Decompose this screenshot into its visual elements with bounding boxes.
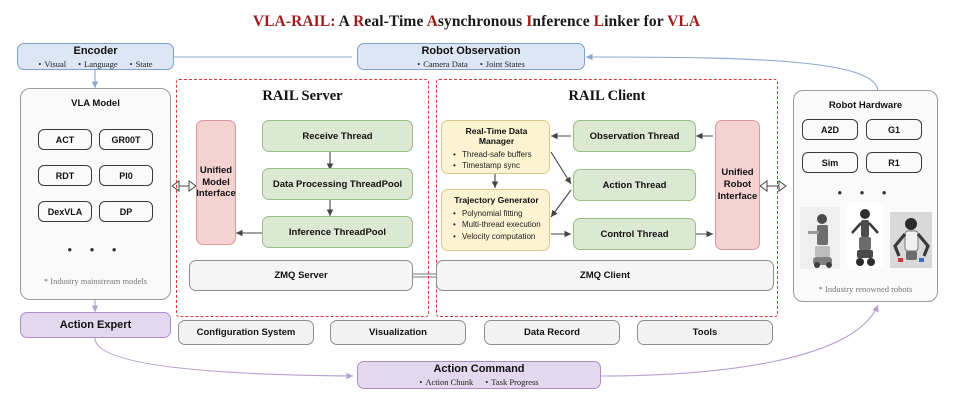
robot-hardware-note: * Industry renowned robots	[818, 284, 913, 294]
unified-model-interface-line-2: Interface	[196, 188, 236, 200]
vla-model-chip-pi0[interactable]: PI0	[99, 165, 153, 186]
unified-robot-interface-line-1: Robot	[723, 179, 752, 191]
unified-robot-interface-line-0: Unified	[721, 167, 754, 179]
toolbar-tools[interactable]: Tools	[637, 320, 773, 345]
encoder-item-0: Visual	[38, 59, 66, 69]
data-manager-heading: Real-Time Data Manager	[465, 126, 528, 146]
robot-observation-box[interactable]: Robot Observation Camera Data Joint Stat…	[357, 43, 585, 70]
vla-model-heading: VLA Model	[71, 98, 120, 109]
encoder-item-1: Language	[78, 59, 118, 69]
rail-client-region	[436, 79, 778, 317]
vla-model-ellipsis: • • •	[67, 242, 124, 257]
zmq-client[interactable]: ZMQ Client	[436, 260, 774, 291]
receive-thread[interactable]: Receive Thread	[262, 120, 413, 152]
page-title: VLA-RAIL: A Real-Time Asynchronous Infer…	[252, 13, 701, 30]
robot-photo-2	[847, 203, 883, 269]
robot-hardware-chip-g1[interactable]: G1	[866, 119, 922, 140]
toolbar-data-record[interactable]: Data Record	[484, 320, 620, 345]
rail-client-title: RAIL Client	[568, 88, 646, 104]
observation-thread[interactable]: Observation Thread	[573, 120, 696, 152]
zmq-server[interactable]: ZMQ Server	[189, 260, 413, 291]
trajectory-generator[interactable]: Trajectory Generator Polynomial fitting …	[441, 189, 550, 251]
robot-observation-items: Camera Data Joint States	[417, 59, 525, 69]
control-thread[interactable]: Control Thread	[573, 218, 696, 250]
trajectory-generator-item-2: Velocity computation	[453, 231, 543, 243]
action-expert-heading: Action Expert	[59, 319, 132, 331]
robot-observation-heading: Robot Observation	[421, 44, 521, 57]
data-manager-item-1: Timestamp sync	[453, 160, 543, 172]
action-command-box[interactable]: Action Command Action Chunk Task Progres…	[357, 361, 601, 389]
vla-model-note: * Industry mainstream models	[43, 276, 148, 286]
encoder-item-2: State	[130, 59, 153, 69]
unified-model-interface[interactable]: Unified Model Interface	[196, 120, 236, 245]
vla-model-chip-gr00t[interactable]: GR00T	[99, 129, 153, 150]
action-expert-box[interactable]: Action Expert	[20, 312, 171, 338]
unified-model-interface-line-1: Model	[202, 176, 230, 188]
vla-model-chip-act[interactable]: ACT	[38, 129, 92, 150]
robot-hardware-heading: Robot Hardware	[828, 100, 903, 111]
robot-photo-3	[890, 212, 932, 268]
trajectory-generator-item-1: Multi-thread execution	[453, 219, 543, 231]
robot-hardware-chip-r1[interactable]: R1	[866, 152, 922, 173]
action-command-item-0: Action Chunk	[419, 377, 473, 387]
vla-model-chip-dp[interactable]: DP	[99, 201, 153, 222]
rail-server-region	[176, 79, 429, 317]
inference-threadpool[interactable]: Inference ThreadPool	[262, 216, 413, 248]
encoder-box[interactable]: Encoder Visual Language State	[17, 43, 174, 70]
trajectory-generator-item-0: Polynomial fitting	[453, 208, 543, 220]
action-command-items: Action Chunk Task Progress	[419, 377, 538, 387]
robot-hardware-chip-a2d[interactable]: A2D	[802, 119, 858, 140]
robot-observation-item-0: Camera Data	[417, 59, 468, 69]
vla-model-chip-dexvla[interactable]: DexVLA	[38, 201, 92, 222]
toolbar-configuration-system[interactable]: Configuration System	[178, 320, 314, 345]
vla-model-panel	[20, 88, 171, 300]
toolbar-visualization[interactable]: Visualization	[330, 320, 466, 345]
encoder-items: Visual Language State	[38, 59, 152, 69]
robot-hardware-chip-sim[interactable]: Sim	[802, 152, 858, 173]
trajectory-generator-heading: Trajectory Generator	[454, 195, 539, 205]
action-command-item-1: Task Progress	[485, 377, 538, 387]
unified-model-interface-line-0: Unified	[199, 164, 233, 176]
rail-server-title: RAIL Server	[262, 88, 343, 104]
action-thread[interactable]: Action Thread	[573, 169, 696, 201]
vla-model-chip-rdt[interactable]: RDT	[38, 165, 92, 186]
real-time-data-manager[interactable]: Real-Time Data Manager Thread-safe buffe…	[441, 120, 550, 174]
data-manager-item-0: Thread-safe buffers	[453, 149, 543, 161]
robot-photo-1	[800, 207, 840, 269]
action-command-heading: Action Command	[433, 363, 525, 375]
unified-robot-interface-line-2: Interface	[717, 190, 758, 202]
robot-observation-item-1: Joint States	[480, 59, 525, 69]
encoder-heading: Encoder	[73, 44, 118, 57]
data-processing-threadpool[interactable]: Data Processing ThreadPool	[262, 168, 413, 200]
unified-robot-interface[interactable]: Unified Robot Interface	[715, 120, 760, 250]
robot-hardware-ellipsis: • • •	[837, 185, 894, 200]
